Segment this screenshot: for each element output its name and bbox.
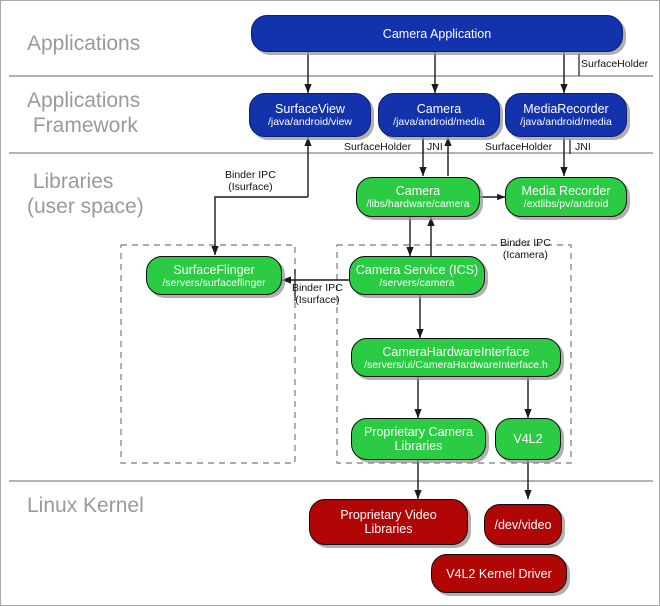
node-title: Camera xyxy=(395,184,441,198)
node-subtitle: /extlibs/pv/android xyxy=(523,198,609,210)
annotation-jni-camera: JNI xyxy=(427,141,443,153)
node-subtitle: /servers/surfaceflinger xyxy=(162,276,266,289)
node-dev-video[interactable]: /dev/video xyxy=(484,504,562,545)
node-title: SurfaceFlinger xyxy=(173,262,255,277)
node-subtitle: /java/android/media xyxy=(520,116,612,128)
layer-label-applications: Applications xyxy=(27,32,141,55)
node-proprietary-camera-libraries[interactable]: Proprietary Camera Libraries xyxy=(351,418,486,460)
node-title: Proprietary Camera xyxy=(363,425,474,439)
annotation-surfaceholder-recorder: SurfaceHolder xyxy=(485,141,553,153)
node-proprietary-video-libraries[interactable]: Proprietary Video Libraries xyxy=(309,499,468,545)
node-mediarecorder-java[interactable]: MediaRecorder /java/android/media xyxy=(505,93,627,137)
node-v4l2-kernel-driver[interactable]: V4L2 Kernel Driver xyxy=(431,554,567,593)
node-surfaceview[interactable]: SurfaceView /java/android/view xyxy=(249,93,371,137)
node-subtitle: /java/android/media xyxy=(393,116,485,128)
node-title: Media Recorder xyxy=(521,184,611,198)
node-title: Camera Service (ICS) xyxy=(355,262,479,277)
layer-label-linux-kernel: Linux Kernel xyxy=(27,494,144,517)
node-subtitle: Libraries xyxy=(394,439,443,453)
node-title: V4L2 xyxy=(513,432,543,446)
node-title: CameraHardwareInterface xyxy=(382,344,530,359)
node-camerahardwareinterface[interactable]: CameraHardwareInterface /servers/ui/Came… xyxy=(351,338,561,377)
node-title: V4L2 Kernel Driver xyxy=(446,566,552,581)
node-subtitle: /java/android/view xyxy=(267,116,353,128)
node-title: Camera Application xyxy=(382,26,492,41)
layer-label-applications-framework: Applications Framework xyxy=(27,89,141,137)
annotation-surfaceholder-app: SurfaceHolder xyxy=(581,58,649,70)
edge-surfaceview-surfaceflinger xyxy=(211,196,308,256)
node-camera-application[interactable]: Camera Application xyxy=(251,15,623,52)
node-media-recorder-lib[interactable]: Media Recorder /extlibs/pv/android xyxy=(505,177,627,217)
node-camera-service[interactable]: Camera Service (ICS) /servers/camera xyxy=(349,256,485,295)
node-title: /dev/video xyxy=(494,517,552,532)
node-camera-lib[interactable]: Camera /libs/hardware/camera xyxy=(356,177,480,217)
node-subtitle: Libraries xyxy=(364,522,413,536)
node-title: Proprietary Video xyxy=(340,508,437,522)
node-subtitle: /libs/hardware/camera xyxy=(366,198,470,210)
node-title: MediaRecorder xyxy=(523,102,609,116)
annotation-jni-recorder: JNI xyxy=(575,141,591,153)
layer-label-libraries: Libraries (user space) xyxy=(27,170,144,218)
node-title: Camera xyxy=(416,102,462,116)
node-camera-java[interactable]: Camera /java/android/media xyxy=(378,93,500,137)
node-subtitle: /servers/ui/CameraHardwareInterface.h xyxy=(364,358,548,371)
node-v4l2[interactable]: V4L2 xyxy=(495,418,561,460)
annotation-surfaceholder-camera: SurfaceHolder xyxy=(344,141,412,153)
annotation-binder-ipc-isurface-mid: Binder IPC (Isurface) xyxy=(292,282,343,306)
node-subtitle: /servers/camera xyxy=(379,276,455,289)
annotation-binder-ipc-isurface-top: Binder IPC (Isurface) xyxy=(225,169,276,193)
annotation-binder-ipc-icamera: Binder IPC (Icamera) xyxy=(500,237,551,261)
node-surfaceflinger[interactable]: SurfaceFlinger /servers/surfaceflinger xyxy=(146,256,282,295)
node-title: SurfaceView xyxy=(275,102,345,116)
